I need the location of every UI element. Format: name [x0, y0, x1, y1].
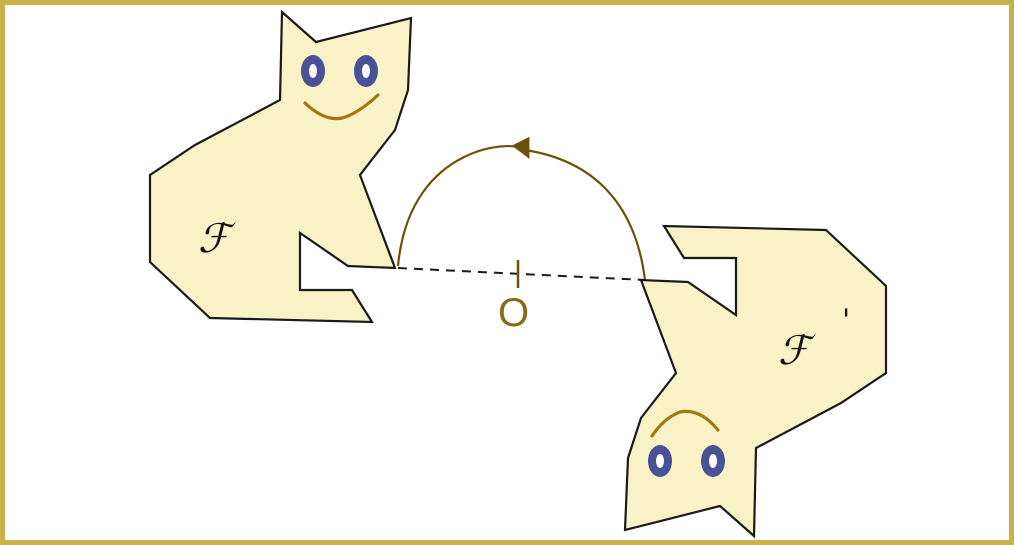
rotation-arrow: [398, 146, 525, 266]
dashed-segment: [398, 268, 645, 280]
center-label-o: O: [498, 291, 529, 335]
rotation-arc-end: [525, 150, 645, 280]
right-eye-highlight: [709, 454, 717, 468]
cat-figure-original: ℱ: [150, 12, 411, 322]
cat-figure-image-outline: [625, 226, 886, 536]
prime-mark: ': [842, 303, 850, 338]
cat-figure-image: ℱ ': [625, 226, 886, 536]
right-eye-highlight: [362, 64, 370, 78]
left-eye-highlight: [309, 64, 317, 78]
left-eye-highlight: [656, 454, 664, 468]
